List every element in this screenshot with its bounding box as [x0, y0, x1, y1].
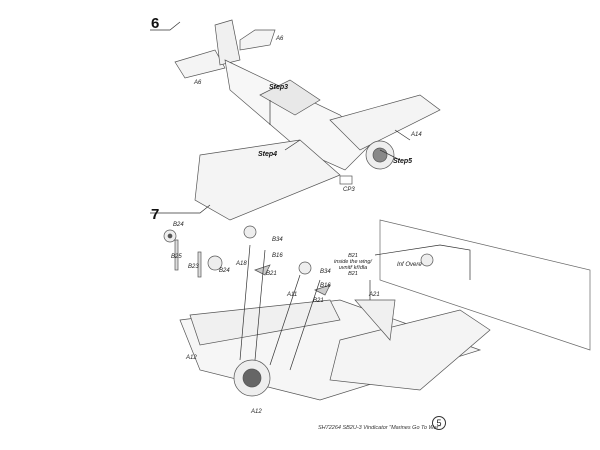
part-label-cp3: CP3 — [343, 187, 355, 193]
step-ref-step3: Step3 — [269, 84, 289, 91]
part-label-b34: B34 — [320, 269, 331, 275]
part-label-b23: B23 — [188, 264, 199, 270]
footer-title: SH72264 SB2U-3 Vindicator "Marines Go To… — [318, 425, 441, 431]
page-number: 5 — [432, 416, 446, 430]
part-label-b16: B16 — [320, 283, 331, 289]
part-label-b21: B21 — [266, 271, 277, 277]
part-label-a18: A18 — [236, 261, 247, 267]
part-label-a6: A6 — [194, 80, 202, 86]
part-label-b24: B24 — [173, 222, 184, 228]
inset-label: Inf Overe — [397, 262, 422, 268]
part-label-a6: A6 — [276, 36, 284, 42]
note-line: B21 — [348, 253, 358, 259]
part-label-a14: A14 — [411, 132, 422, 138]
note-line: inside the wing/ — [334, 259, 372, 265]
part-label-a21: A21 — [369, 292, 380, 298]
step-ref-step5: Step5 — [393, 158, 413, 165]
step-6-number: 6 — [151, 15, 160, 32]
part-label-b25: B25 — [171, 254, 182, 260]
part-label-b16: B16 — [272, 253, 283, 259]
aircraft-step7 — [150, 204, 591, 401]
part-label-a11: A11 — [287, 292, 298, 298]
step-ref-step4: Step4 — [258, 151, 278, 158]
note-line: B21 — [348, 271, 358, 277]
note-b21-inside-wing: B21 inside the wing/ uvnitř křídla B21 — [334, 253, 372, 277]
part-label-b21: B21 — [313, 298, 324, 304]
note-line: uvnitř křídla — [338, 265, 368, 271]
part-label-b24: B24 — [219, 268, 230, 274]
part-label-a12: A12 — [251, 409, 262, 415]
part-label-b34: B34 — [272, 237, 283, 243]
step-7-number: 7 — [151, 206, 160, 223]
aircraft-step6 — [150, 19, 441, 221]
part-label-a12: A12 — [186, 355, 197, 361]
